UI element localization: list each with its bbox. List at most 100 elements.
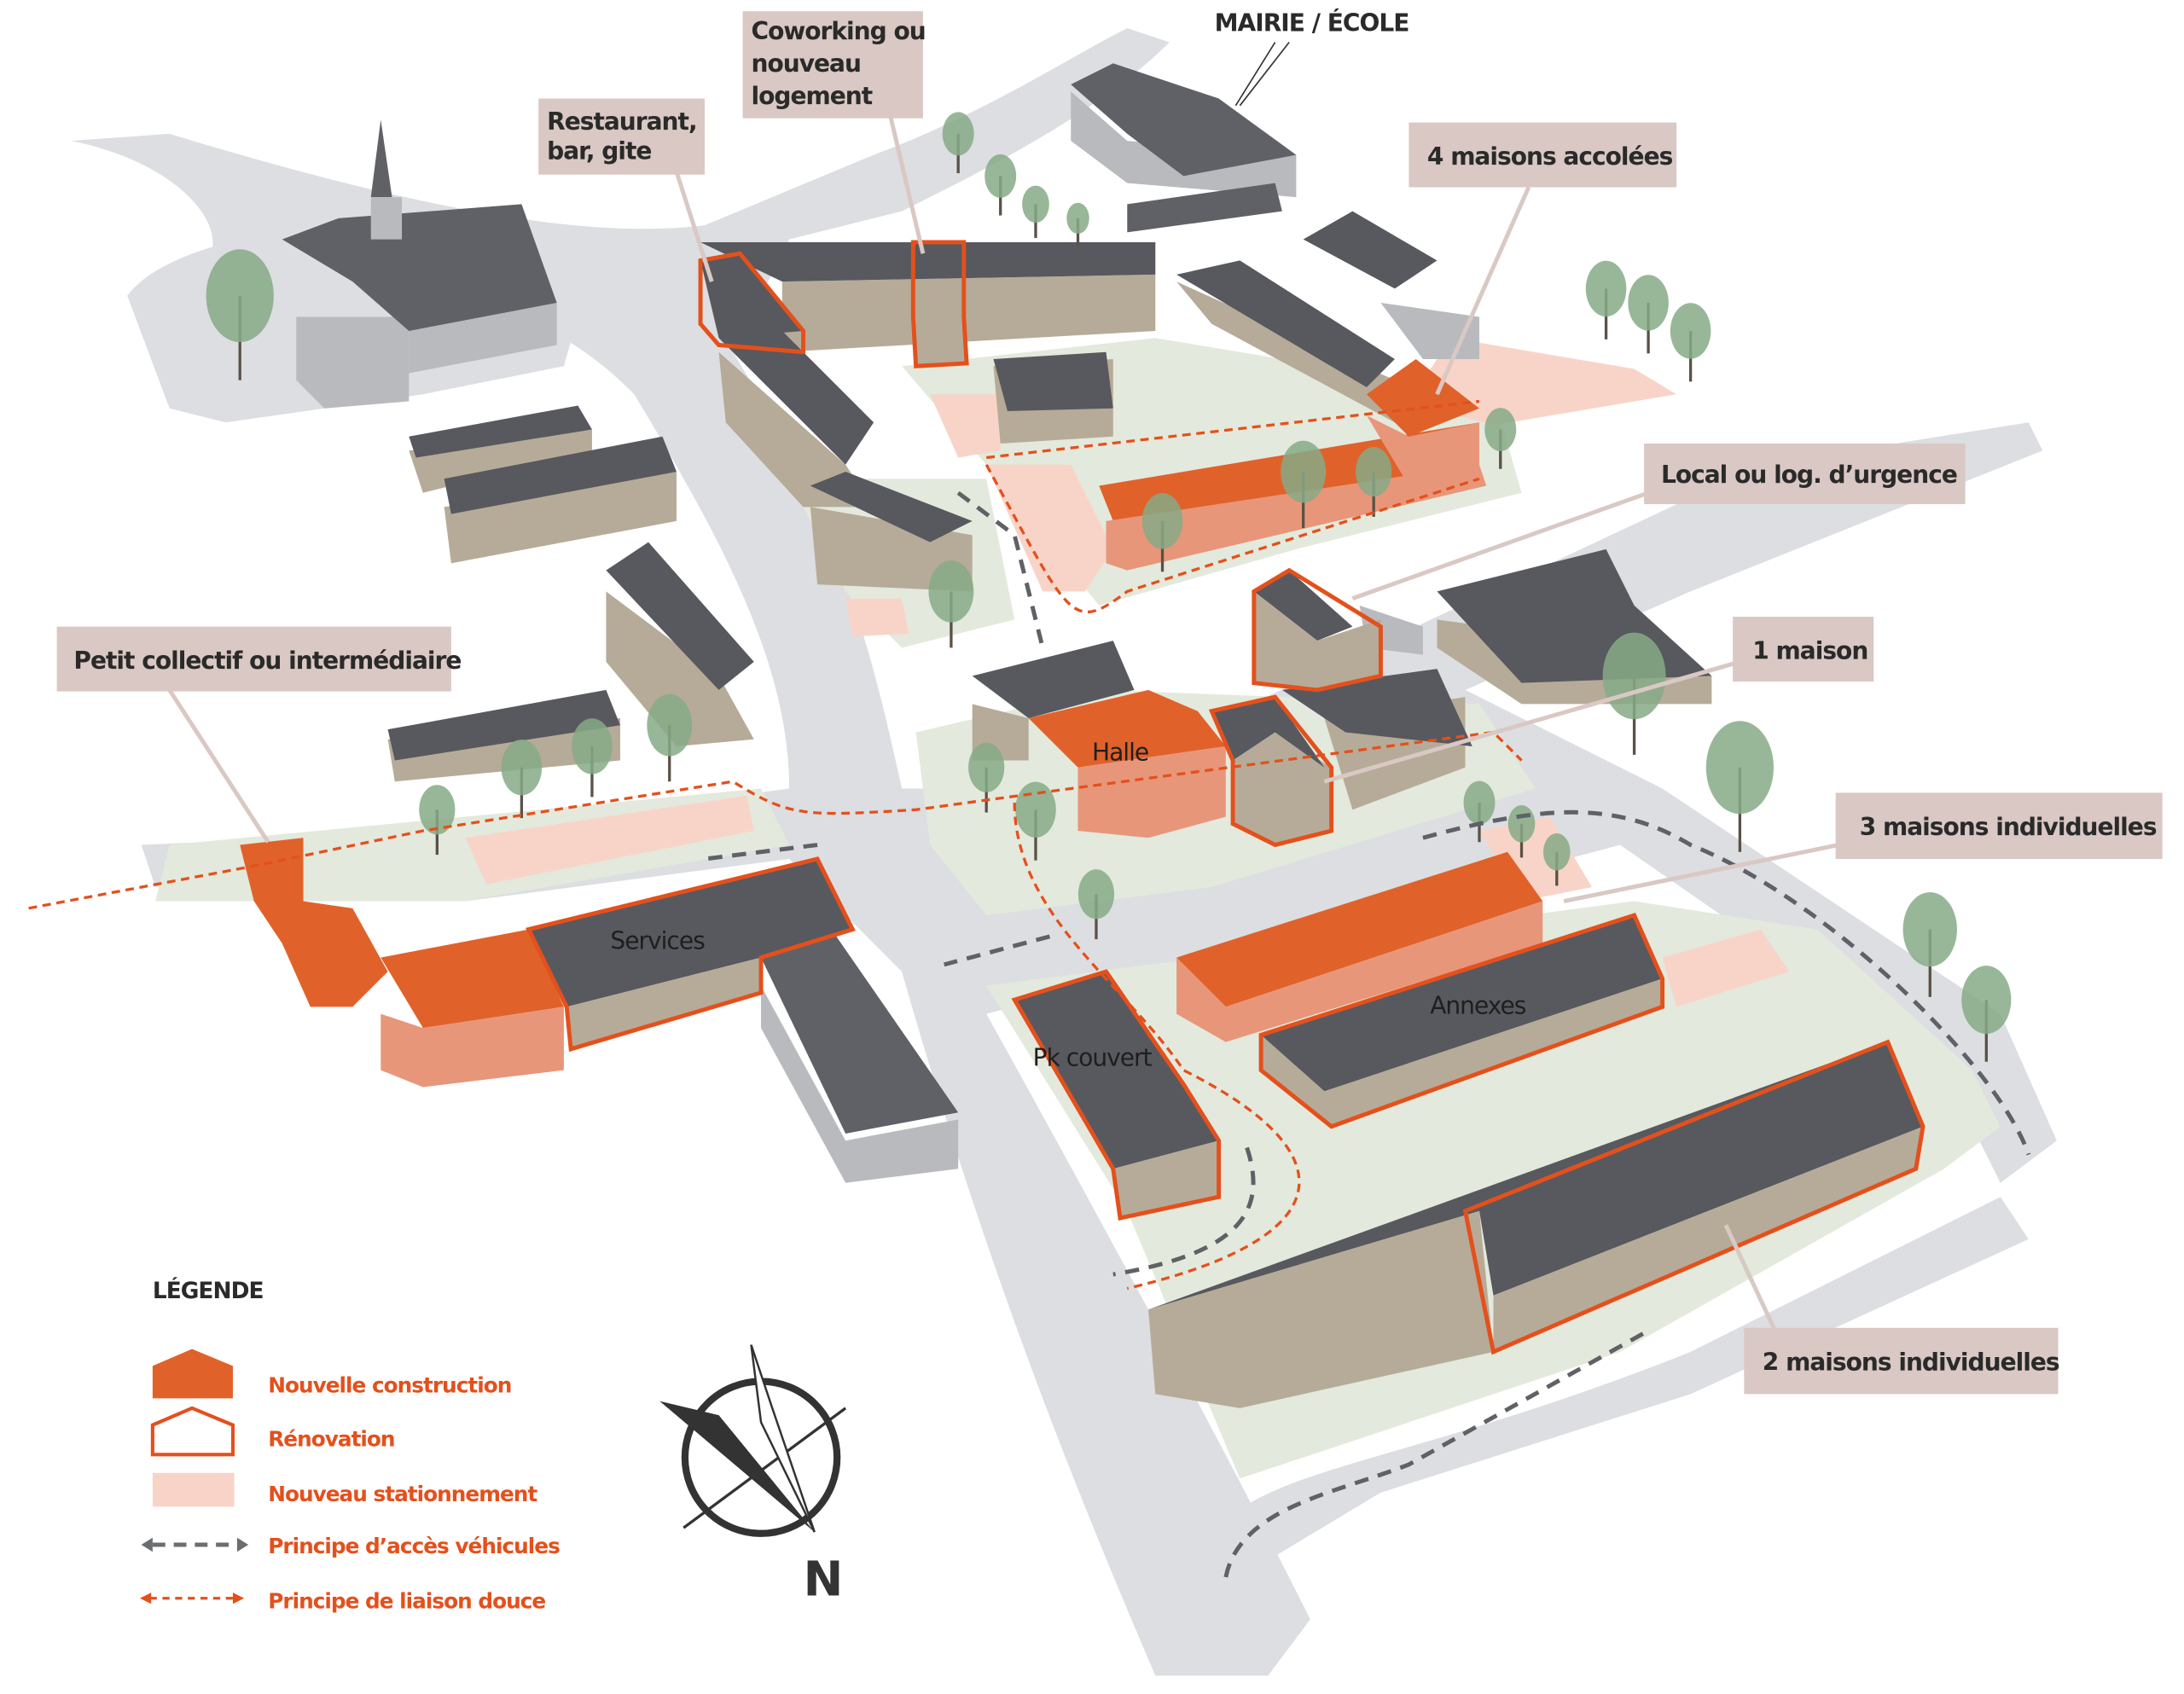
trois-maisons-wall: [1176, 901, 1543, 1042]
legend-label: Principe de liaison douce: [268, 1588, 545, 1613]
label-leaders: [167, 42, 1839, 1332]
vehicle-access-path: [1223, 1328, 1650, 1578]
building-roof: [718, 323, 874, 465]
callout-box: [742, 11, 923, 119]
deux-maisons-wall: [1493, 1126, 1924, 1352]
leader-line: [1435, 186, 1531, 396]
legend-label: Nouvelle construction: [268, 1373, 511, 1398]
services-new-wall: [380, 1007, 564, 1088]
tree-icon: [968, 742, 1005, 792]
maisons-accolees-roof: [1366, 358, 1479, 437]
building-roof: [387, 689, 620, 761]
callout-text: 2 maisons individuelles: [1763, 1348, 2059, 1376]
annexes-outline: [1258, 913, 1665, 1129]
callout-text: 4 maisons accolées: [1427, 142, 1673, 171]
building-roof: [444, 436, 677, 514]
tree-icon: [985, 154, 1017, 198]
callout-trois-maisons: 3 maisons individuelles: [1835, 792, 2163, 860]
parking-area: [1478, 816, 1593, 902]
access-paths: [28, 399, 2031, 1578]
annexes-wall: [1261, 978, 1663, 1127]
tree-icon: [1585, 260, 1627, 317]
annexes-roof: [1261, 915, 1663, 1092]
une-maison-roof: [1211, 697, 1325, 768]
compass-north-label: N: [804, 1552, 844, 1607]
building-wall: [761, 985, 959, 1183]
leader-line: [167, 688, 270, 844]
new-parking-areas: [465, 338, 1790, 1007]
project-buildings: [240, 240, 1926, 1408]
parking-area: [986, 464, 1113, 592]
callout-text: bar, gite: [547, 137, 651, 165]
tree-icon: [1507, 804, 1536, 843]
legend-label: Nouveau stationnement: [268, 1482, 537, 1506]
soft-link-arrow: [140, 1592, 245, 1604]
callout-text: Local ou log. d’urgence: [1661, 461, 1957, 489]
church-roof: [282, 204, 557, 331]
existing-buildings: [282, 63, 1712, 1183]
services-outline: [526, 856, 856, 1053]
leader-line: [888, 116, 926, 254]
tree-icon: [1015, 781, 1056, 838]
trois-maisons-roof: [1176, 851, 1543, 1007]
annexes-label: Annexes: [1430, 992, 1526, 1020]
building-wall: [444, 472, 677, 564]
callout-text: 3 maisons individuelles: [1860, 813, 2157, 841]
services-new-roof: [380, 929, 564, 1029]
mairie-roof: [1071, 63, 1297, 177]
tree-icon: [1066, 202, 1089, 235]
tree-icon: [942, 112, 974, 156]
callout-coworking: Coworking ou nouveau logement: [742, 11, 926, 119]
vehicle-access-arrow: [141, 1537, 249, 1552]
pk-couvert-wall: [1112, 1140, 1219, 1219]
building-roof: [700, 241, 1156, 282]
callout-text: Petit collectif ou intermédiaire: [73, 647, 461, 675]
ecole-roof: [1127, 183, 1282, 233]
building-roof: [1303, 211, 1438, 289]
leader-line: [1323, 659, 1741, 784]
vehicle-access-path: [944, 934, 1051, 967]
building-roof: [409, 405, 592, 458]
callout-text: 1 maison: [1752, 637, 1867, 665]
services-roof: [528, 859, 853, 1007]
tree-icon: [1961, 966, 2012, 1035]
local-urgence-roof: [1253, 570, 1353, 641]
parking-area: [845, 598, 909, 637]
compass-icon: N: [659, 1344, 847, 1607]
legend-label: Rénovation: [268, 1426, 394, 1451]
leader-line: [1239, 42, 1290, 107]
leader-line: [1563, 843, 1839, 903]
building-wall: [781, 274, 1156, 352]
tree-icon: [1705, 721, 1774, 815]
tree-icon: [647, 693, 693, 757]
building-wall: [606, 591, 754, 746]
tree-icon: [1077, 869, 1115, 920]
road-south-loop: [1211, 1197, 2029, 1577]
tree-icon: [419, 785, 456, 835]
tree-icon: [1463, 780, 1496, 825]
une-maison-wall: [1233, 732, 1332, 845]
church-wall: [296, 316, 410, 409]
new-construction-icon: [152, 1349, 233, 1399]
tree-icon: [1141, 493, 1183, 549]
restaurant-roof: [700, 253, 804, 339]
church-steeple: [370, 119, 392, 198]
building-wall: [718, 351, 874, 508]
leader-line: [674, 171, 714, 282]
building-roof: [606, 542, 754, 690]
building-roof: [761, 929, 959, 1134]
halle-roof: [1028, 689, 1226, 768]
soft-link-path: [985, 463, 1480, 613]
parking-area: [930, 394, 1001, 458]
services-label: Services: [610, 927, 705, 955]
bottom-roof: [1148, 1041, 1924, 1310]
building-roof: [810, 472, 973, 542]
callout-box: [1835, 792, 2163, 860]
callout-box: [1733, 617, 1874, 682]
leader-line: [1234, 42, 1276, 107]
leader-line: [1723, 1224, 1777, 1332]
building-roof: [972, 641, 1135, 718]
mairie-wall: [1071, 91, 1297, 198]
vehicle-access-path: [704, 843, 818, 862]
callout-petit-collectif: Petit collectif ou intermédiaire: [56, 626, 462, 692]
